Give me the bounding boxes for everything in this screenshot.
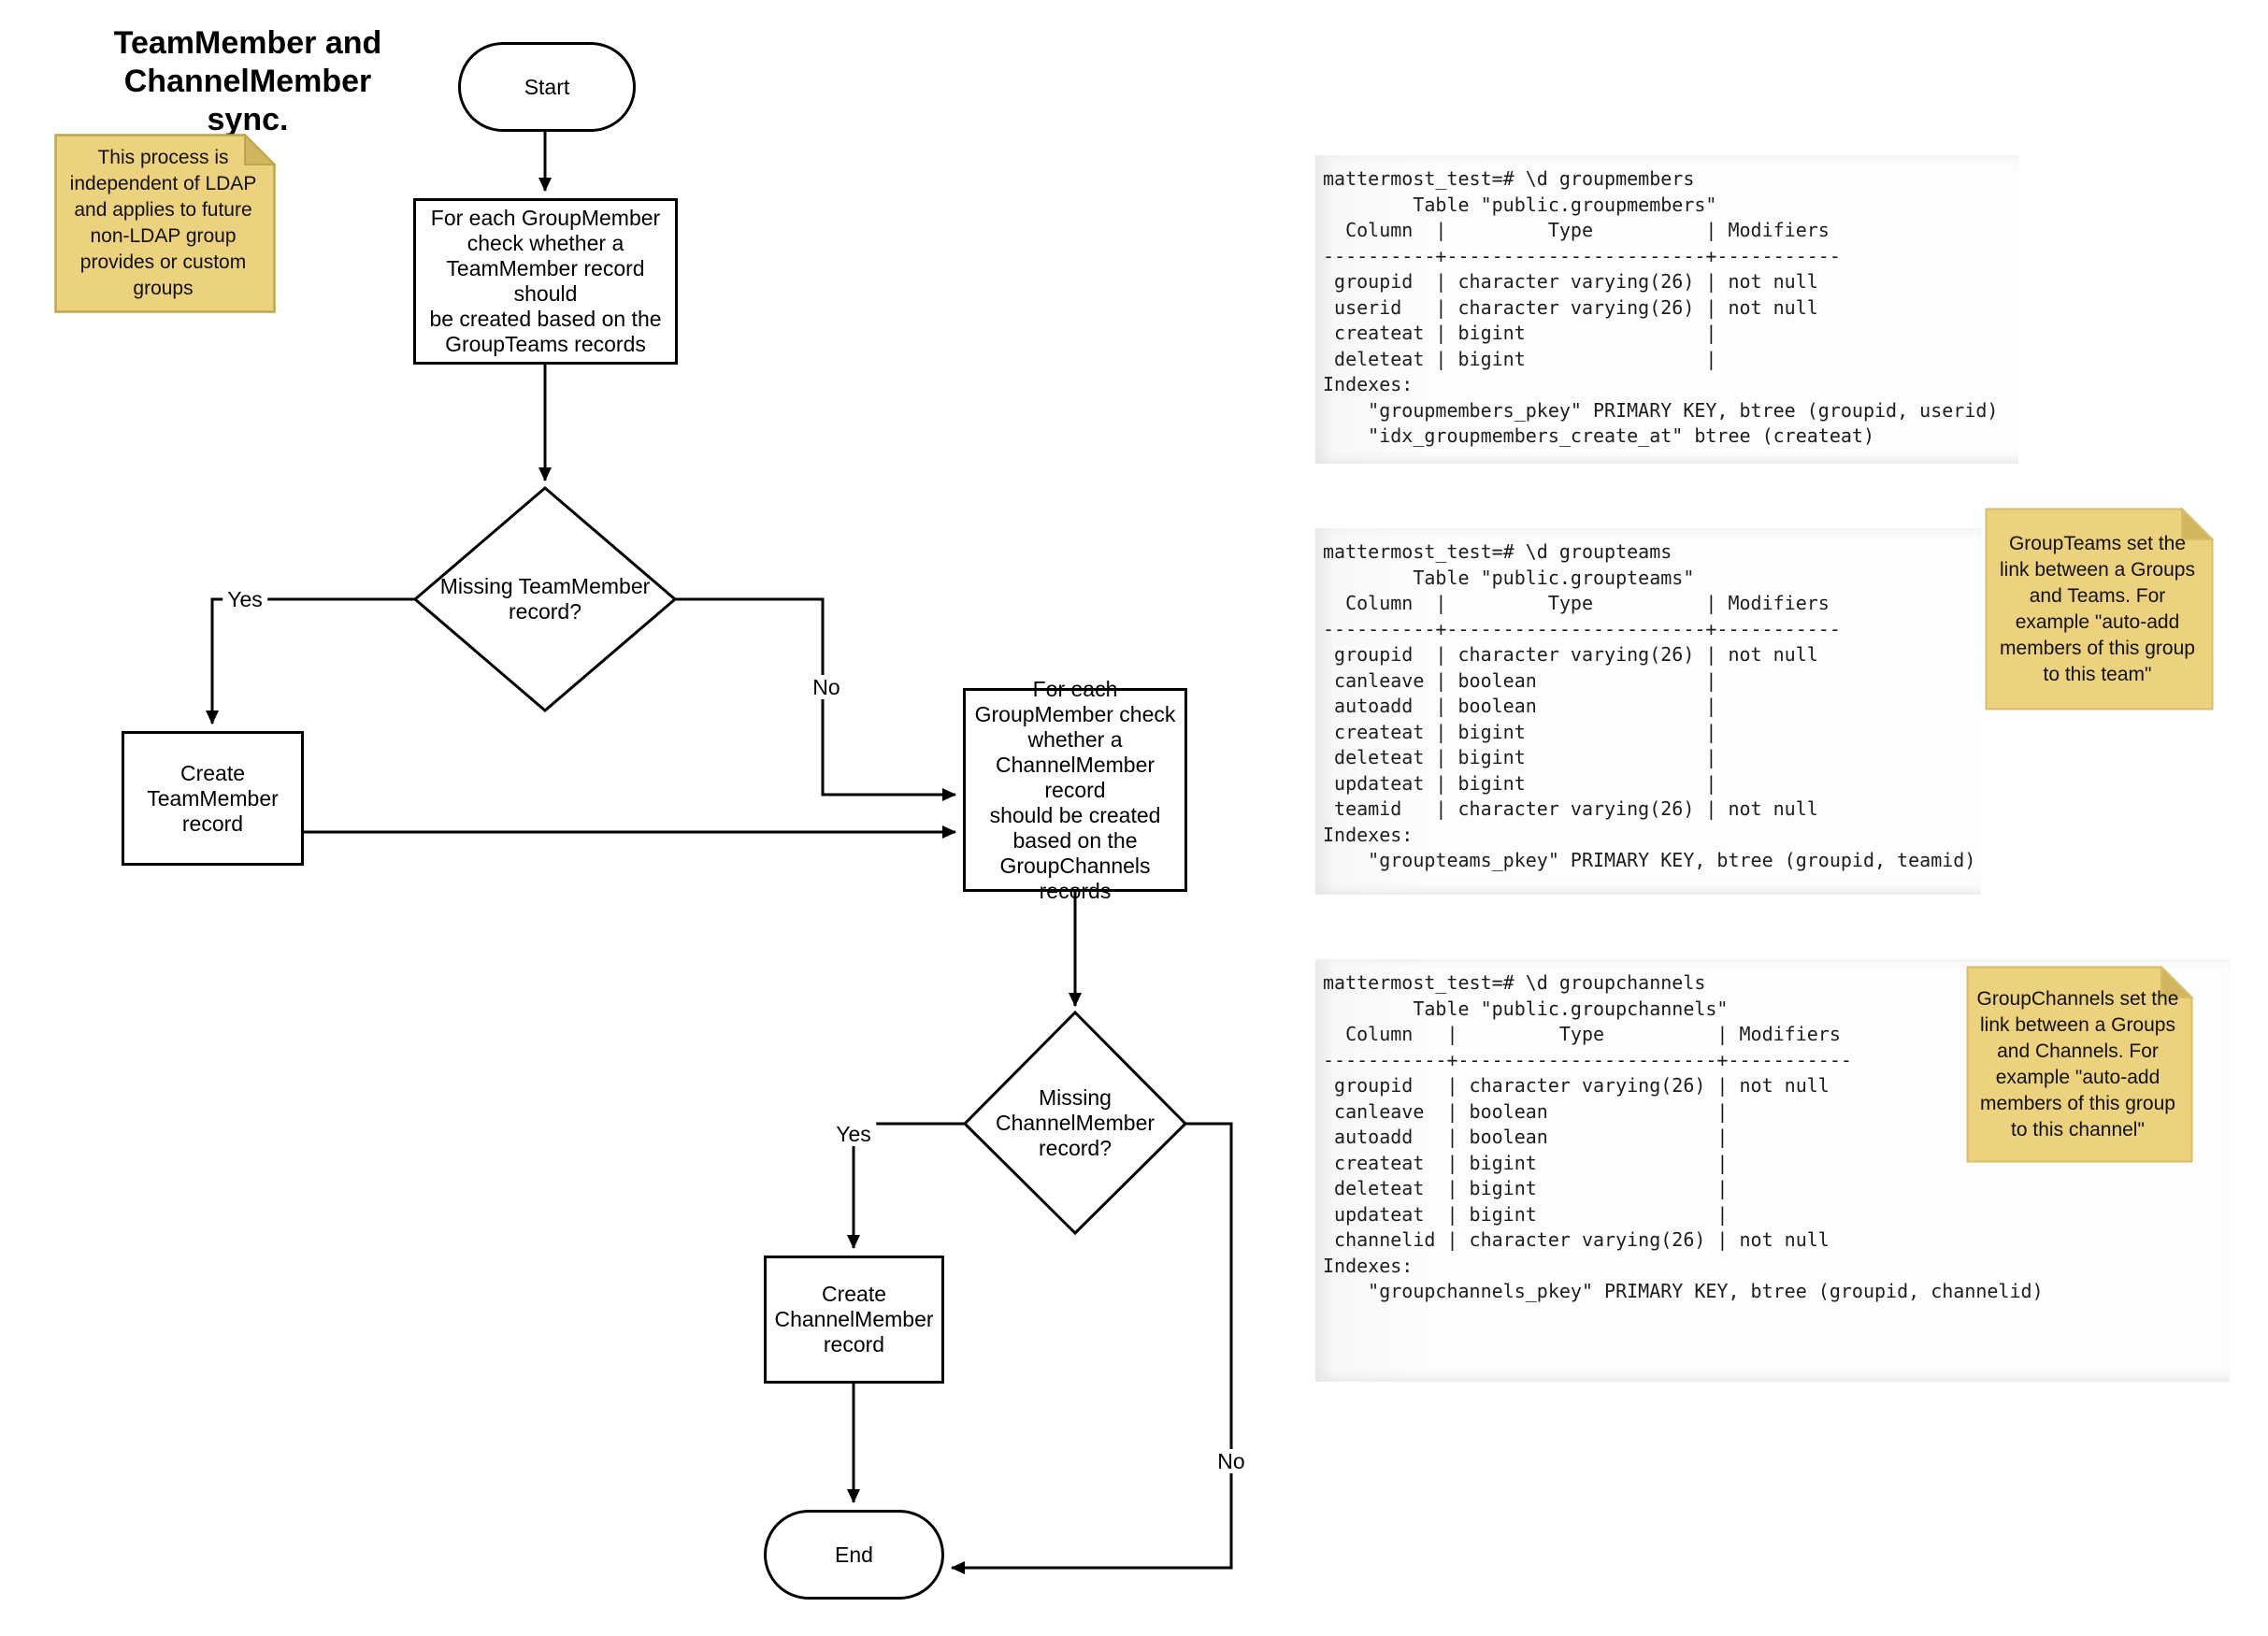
end-terminator: End <box>764 1510 944 1600</box>
edge-label-decision2-yes: Yes <box>831 1122 876 1146</box>
decision-channelmember-diamond <box>962 1010 1188 1236</box>
process-teammember-label: For each GroupMember check whether a Tea… <box>429 206 662 356</box>
sticky-note-groupchannels: GroupChannels set the link between a Gro… <box>1966 966 2193 1163</box>
sticky-note-shape <box>1966 966 2193 1163</box>
terminal-groupchannels-output: mattermost_test=# \d groupchannels Table… <box>1323 971 2044 1302</box>
sticky-note-text: GroupChannels set the link between a Gro… <box>1976 987 2179 1141</box>
edge-label-decision1-no: No <box>808 675 845 699</box>
sticky-note-groupteams: GroupTeams set the link between a Groups… <box>1985 508 2214 710</box>
terminal-groupteams-output: mattermost_test=# \d groupteams Table "p… <box>1323 540 1976 871</box>
process-channelmember-label: For each GroupMember check whether a Cha… <box>974 676 1176 903</box>
sticky-note-shape <box>54 134 276 313</box>
sticky-note-shape <box>1985 508 2214 710</box>
create-teammember-box: Create TeamMember record <box>122 731 304 866</box>
sticky-note-text: This process is independent of LDAP and … <box>69 147 257 299</box>
sticky-note-process-scope: This process is independent of LDAP and … <box>54 134 276 313</box>
decision-teammember-diamond <box>412 486 678 712</box>
create-channelmember-box: Create ChannelMember record <box>764 1256 944 1384</box>
edge-decision2-no-to-end <box>951 1122 1233 1574</box>
end-label: End <box>835 1542 873 1567</box>
start-terminator: Start <box>458 42 636 132</box>
edge-label-decision2-no: No <box>1213 1449 1250 1473</box>
create-teammember-label: Create TeamMember record <box>147 760 279 836</box>
terminal-groupmembers-panel: mattermost_test=# \d groupmembers Table … <box>1315 155 2018 464</box>
page-title: TeamMember and ChannelMember sync. <box>113 25 382 137</box>
process-channelmember-box: For each GroupMember check whether a Cha… <box>963 677 1187 903</box>
sticky-note-text: GroupTeams set the link between a Groups… <box>2000 532 2195 685</box>
edge-decision1-yes-to-create-teammember <box>206 597 415 725</box>
process-teammember-box: For each GroupMember check whether a Tea… <box>413 198 678 365</box>
edge-label-decision1-yes: Yes <box>222 587 267 611</box>
create-channelmember-label: Create ChannelMember record <box>774 1282 934 1356</box>
start-label: Start <box>524 74 570 99</box>
terminal-groupmembers-output: mattermost_test=# \d groupmembers Table … <box>1323 167 1999 447</box>
terminal-groupteams-panel: mattermost_test=# \d groupteams Table "p… <box>1315 528 1981 895</box>
